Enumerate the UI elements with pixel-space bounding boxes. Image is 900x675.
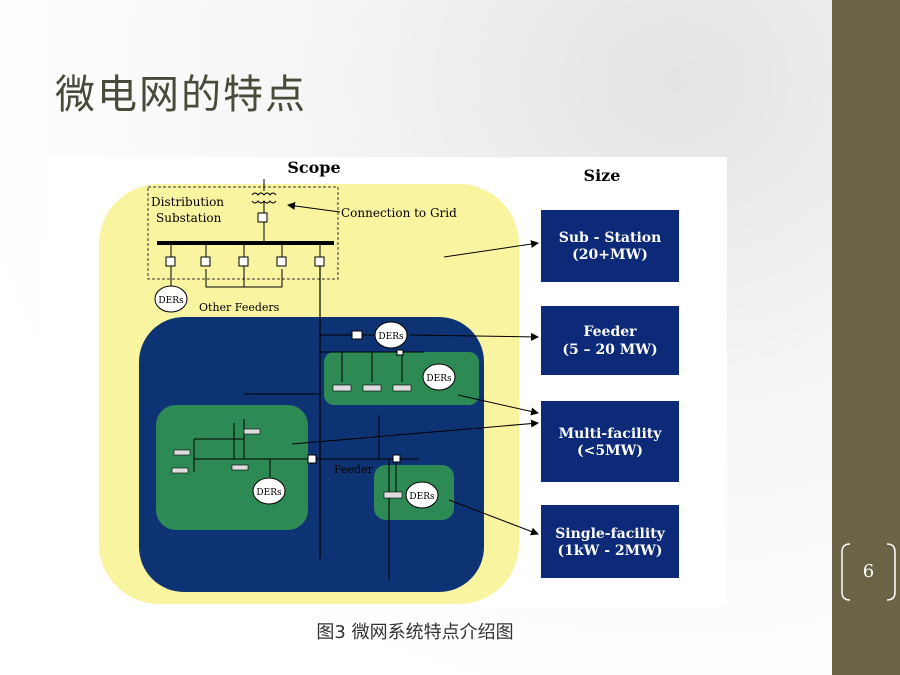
load-icon	[243, 428, 261, 435]
scope-arrows	[287, 201, 539, 536]
slide-title: 微电网的特点	[55, 72, 307, 118]
feeder-switch	[276, 256, 287, 267]
ders-substation: DERs	[154, 285, 188, 313]
page-number-box: 6	[840, 540, 897, 604]
figure-caption: 图3 微网系统特点介绍图	[316, 622, 514, 643]
size-box-line1: Single-facility	[555, 526, 665, 542]
multi-facility-wiring	[193, 419, 308, 477]
size-box-line1: Sub - Station	[559, 230, 662, 246]
feeder-switch	[238, 256, 249, 267]
ders-multi-facility: DERs	[252, 477, 286, 505]
upper-facility-wiring	[320, 351, 424, 382]
connection-to-grid-label: Connection to Grid	[341, 206, 457, 220]
microgrid-diagram-svg: DERs DERs DERs DERs DERs	[99, 158, 679, 604]
load-icon	[171, 467, 189, 474]
substation-box	[147, 186, 339, 280]
load-icon	[173, 449, 191, 456]
size-box-single-facility: Single-facility (1kW - 2MW)	[541, 505, 679, 578]
feeder-switch	[200, 256, 211, 267]
sidebar-band	[832, 0, 900, 675]
substation-label-line1: Distribution	[151, 195, 224, 209]
page-number: 6	[862, 561, 875, 582]
feeder-label: Feeder	[334, 463, 374, 476]
other-feeders-label: Other Feeders	[199, 301, 280, 314]
substation-label-line2: Substation	[156, 211, 222, 225]
ders-label: DERs	[409, 492, 435, 502]
feeder-branch-switch	[351, 330, 363, 340]
grid-connection-switch	[257, 212, 268, 223]
ders-single-facility: DERs	[405, 481, 439, 509]
ders-label: DERs	[158, 296, 184, 306]
scope-label: Scope	[287, 158, 340, 177]
size-box-line2: (1kW - 2MW)	[558, 543, 663, 559]
ders-facility-upper: DERs	[422, 363, 456, 391]
size-box-line1: Multi-facility	[559, 426, 663, 442]
size-box-line2: (20+MW)	[572, 247, 648, 263]
size-box-feeder: Feeder (5 – 20 MW)	[541, 306, 679, 375]
multi-facility-switch	[307, 454, 317, 464]
ders-label: DERs	[426, 374, 452, 384]
size-box-multi-facility: Multi-facility (<5MW)	[541, 401, 679, 482]
size-box-line1: Feeder	[583, 324, 637, 340]
load-icon	[231, 464, 249, 471]
load-icon	[332, 384, 352, 392]
load-icon	[383, 491, 403, 499]
ders-feeder: DERs	[374, 321, 408, 349]
feeder-switch	[314, 256, 325, 267]
single-facility-switch	[392, 454, 401, 463]
substation-bus-bar	[157, 241, 334, 245]
load-icon	[392, 384, 412, 392]
ders-label: DERs	[256, 488, 282, 498]
feeder-switch	[165, 256, 176, 267]
size-label: Size	[584, 166, 621, 185]
page-bracket-icon	[841, 543, 896, 601]
size-box-substation: Sub - Station (20+MW)	[541, 210, 679, 282]
microgrid-diagram: DERs DERs DERs DERs DERs	[44, 157, 727, 607]
size-box-line2: (<5MW)	[577, 443, 643, 459]
load-icon	[362, 384, 382, 392]
size-box-line2: (5 – 20 MW)	[562, 342, 657, 358]
ders-label: DERs	[378, 332, 404, 342]
